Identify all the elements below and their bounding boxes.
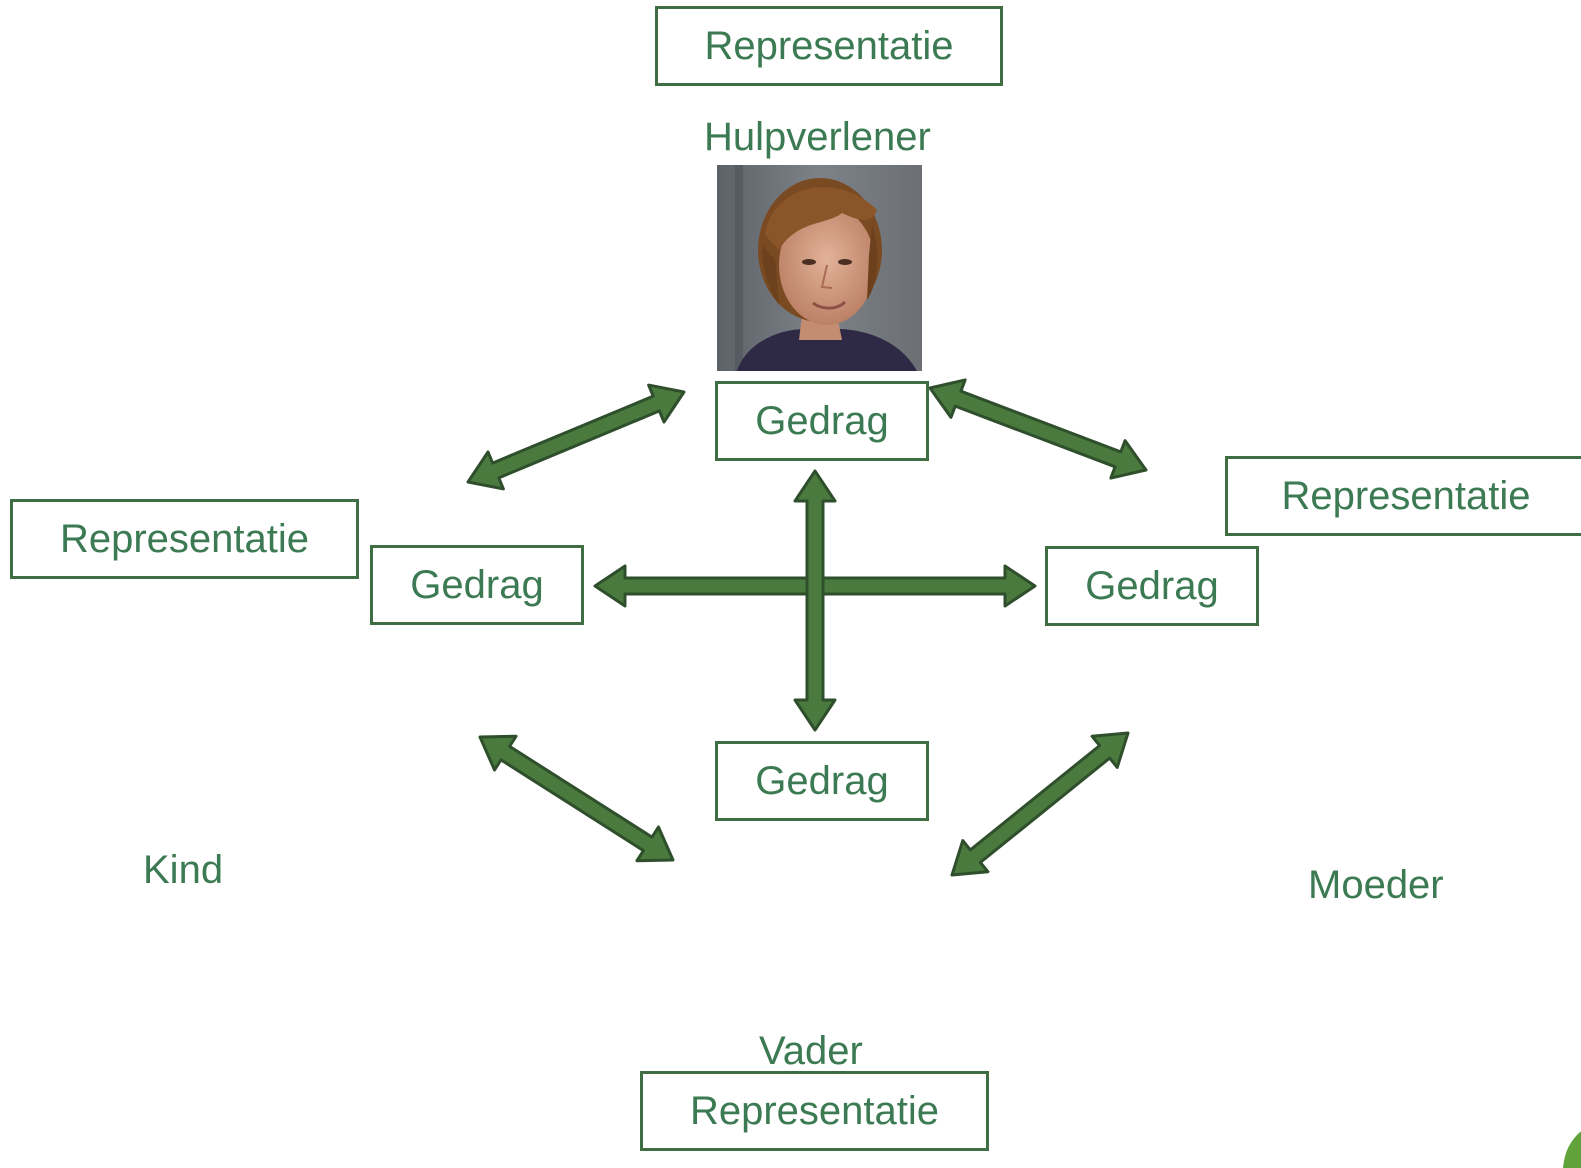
corner-leaf-icon <box>1563 1131 1581 1168</box>
representation-box-bottom: Representatie <box>640 1071 989 1151</box>
representation-box-top: Representatie <box>655 6 1003 86</box>
arrow-child-father <box>478 734 675 863</box>
role-label-mother: Moeder <box>1308 863 1444 907</box>
arrow-helper-father <box>793 469 837 732</box>
behavior-box-bottom: Gedrag <box>715 741 929 821</box>
representation-box-left: Representatie <box>10 499 359 579</box>
representation-box-right: Representatie <box>1225 456 1581 536</box>
behavior-box-right: Gedrag <box>1045 546 1259 626</box>
behavior-box-top: Gedrag <box>715 381 929 461</box>
role-label-helper: Hulpverlener <box>704 115 931 159</box>
behavior-box-left: Gedrag <box>370 545 584 625</box>
arrow-helper-mother <box>928 378 1148 480</box>
helper-portrait-photo <box>717 165 922 371</box>
role-label-child: Kind <box>143 848 224 892</box>
role-label-father: Vader <box>759 1029 863 1073</box>
arrow-helper-child <box>466 383 686 491</box>
arrow-mother-father <box>950 731 1130 877</box>
